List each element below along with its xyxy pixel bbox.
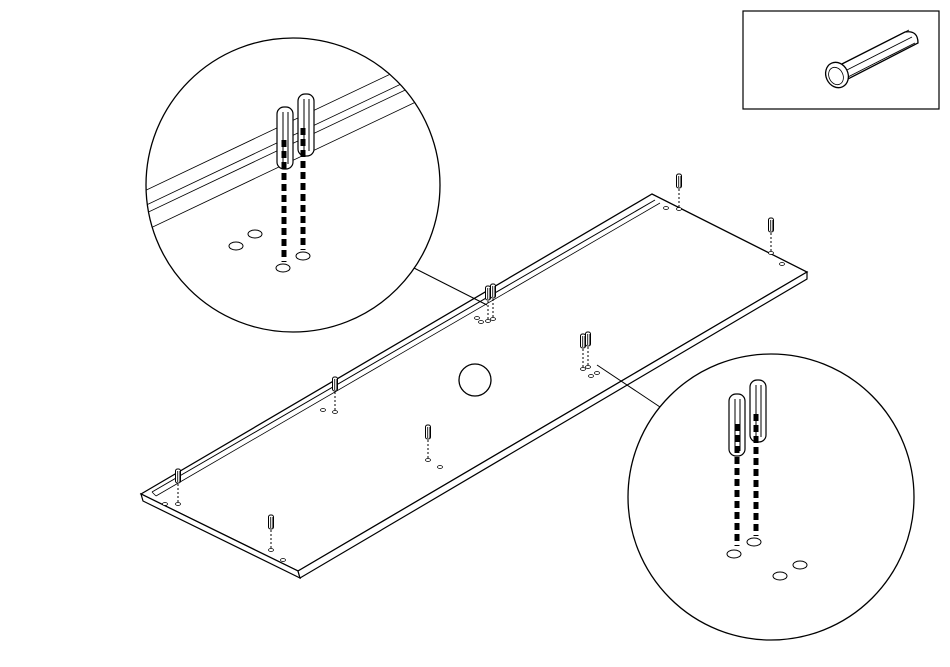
magnifier-callout-left — [140, 38, 440, 332]
dowel-icon — [769, 218, 774, 255]
dowel-inset-box — [743, 11, 939, 109]
callout-leader-left — [414, 268, 487, 305]
dowel-icon — [677, 174, 682, 211]
panel-hole — [459, 364, 491, 396]
magnifier-callout-right — [628, 354, 914, 640]
